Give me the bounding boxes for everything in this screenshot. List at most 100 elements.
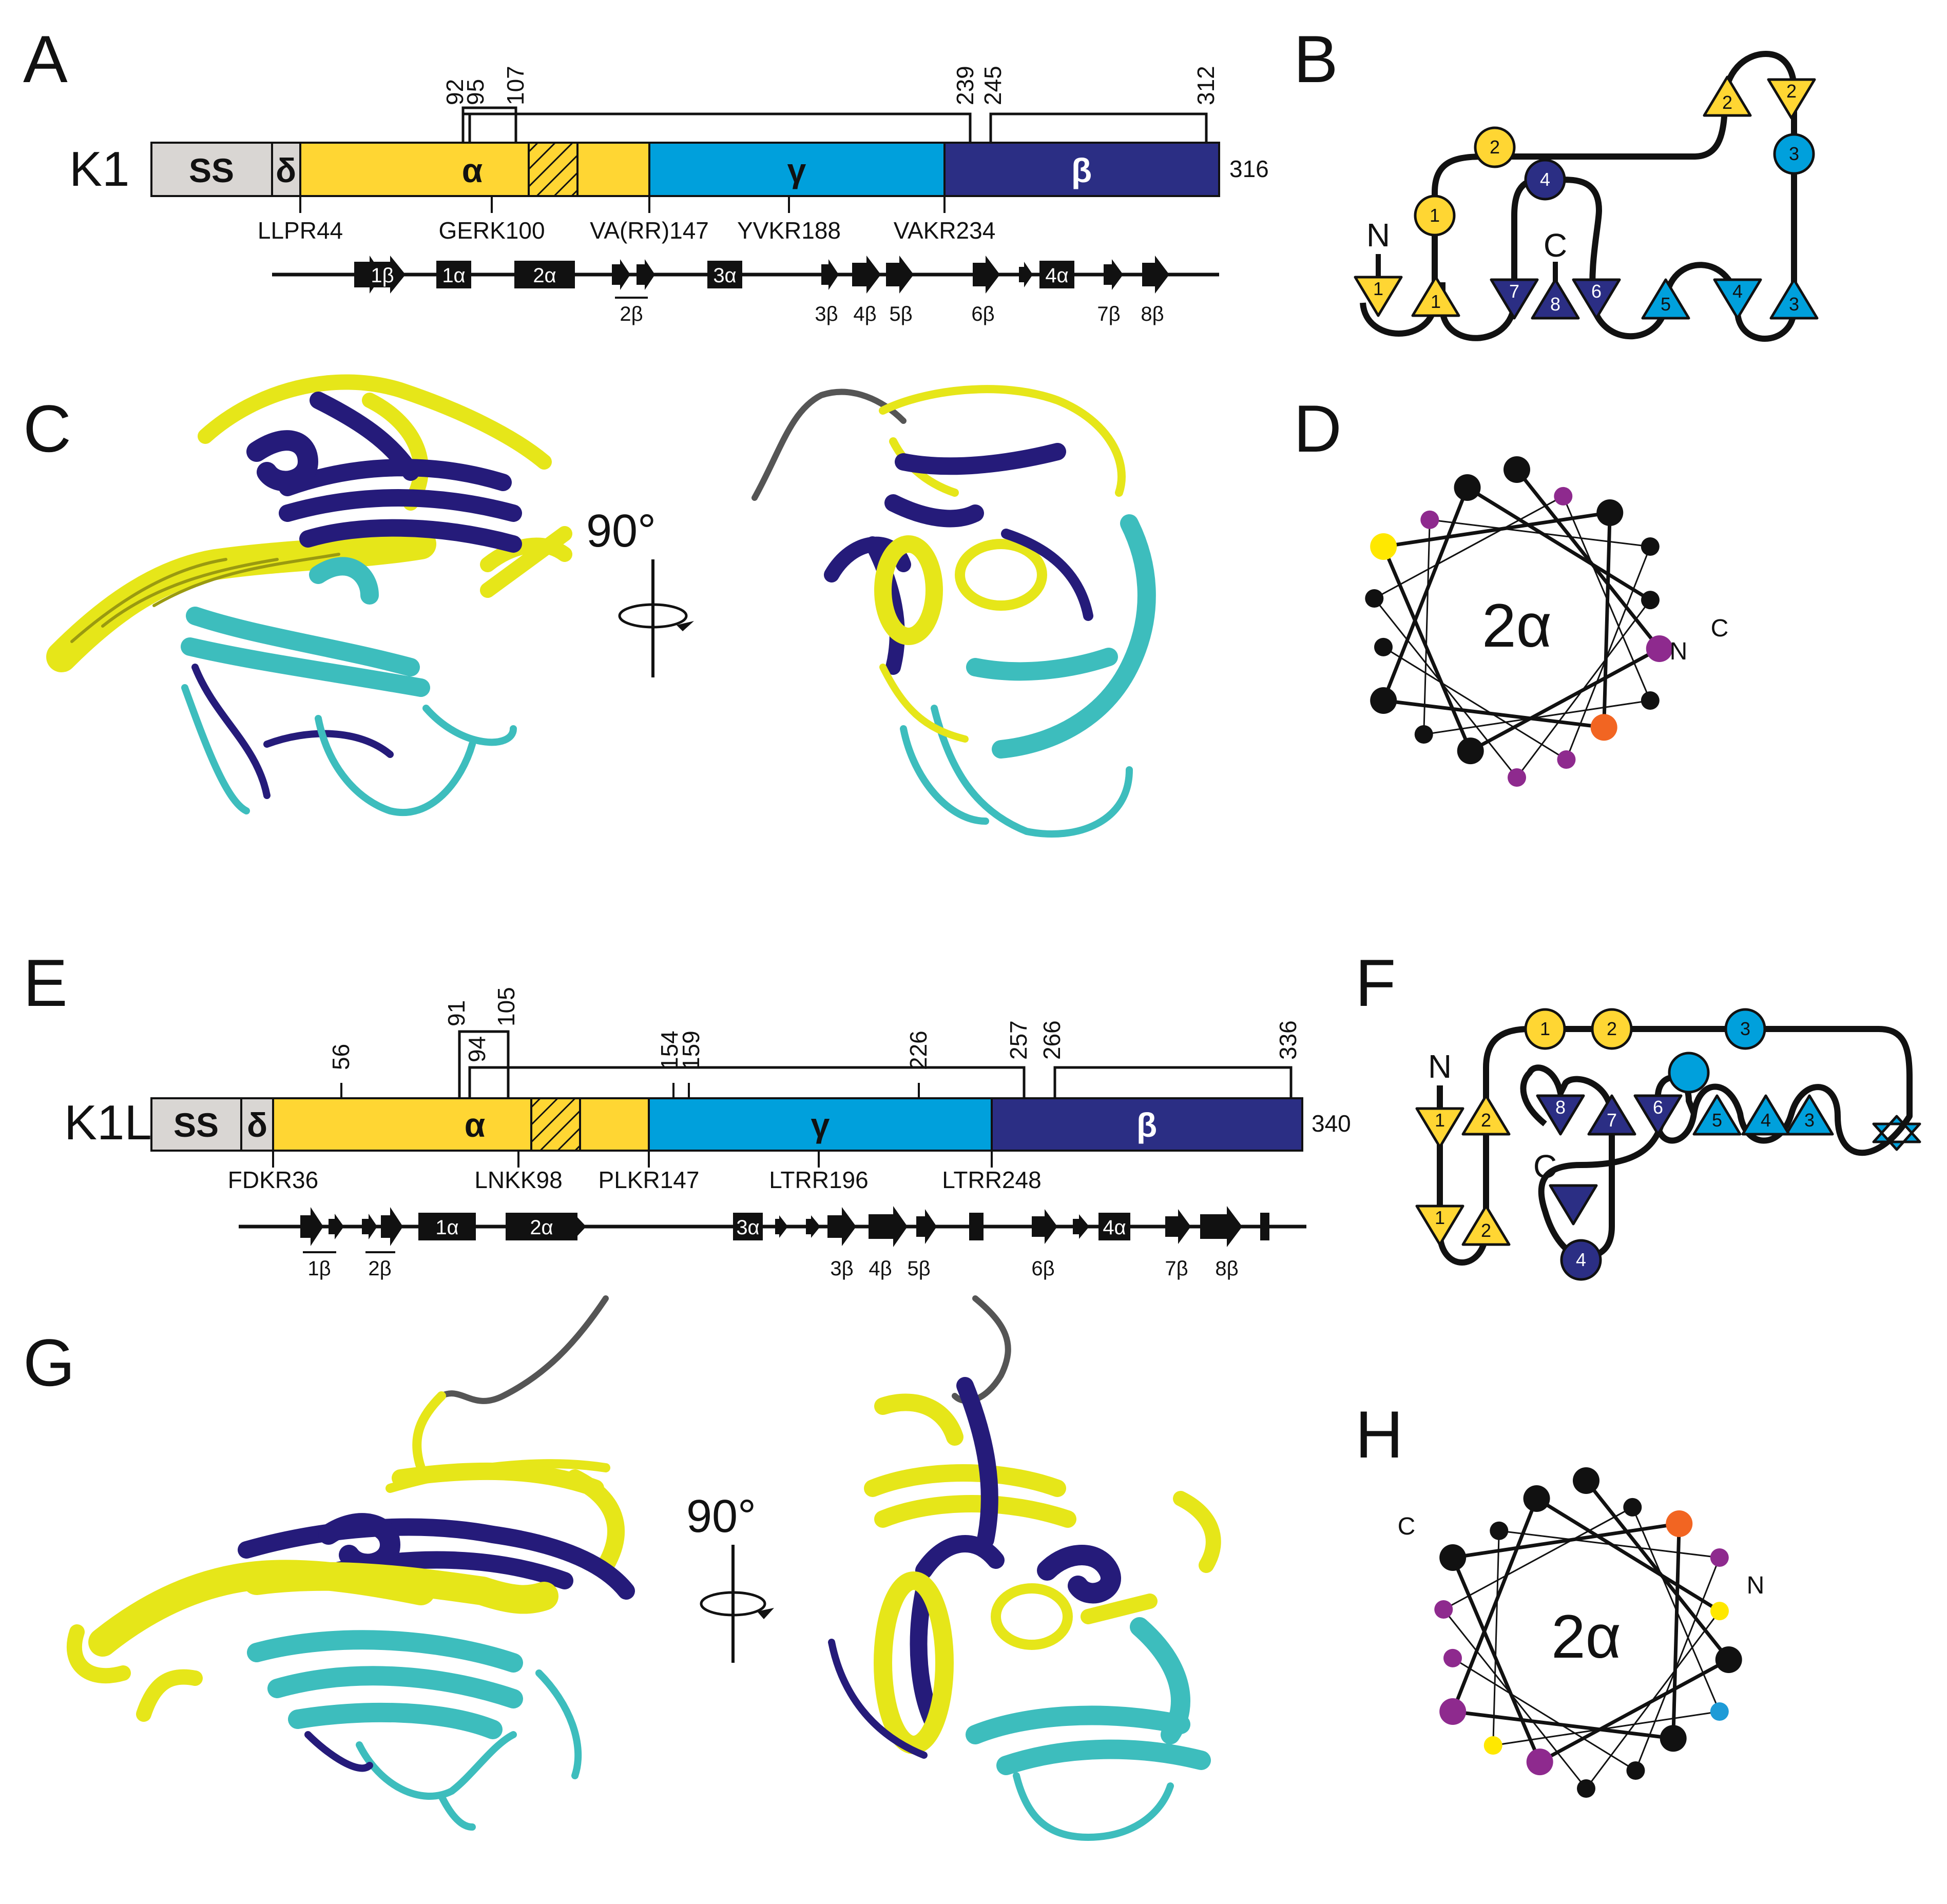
svg-text:5: 5 bbox=[1712, 1110, 1722, 1131]
panel-g-structure-left bbox=[67, 1295, 635, 1831]
k1-site-1: LLPR44 bbox=[258, 217, 343, 244]
panel-d-helical-wheel: 2α N C bbox=[1365, 456, 1728, 787]
panel-letter-e: E bbox=[23, 945, 68, 1020]
c2-helix-yellow-b bbox=[955, 539, 1047, 611]
wheel-residue bbox=[1414, 725, 1433, 744]
svg-text:4: 4 bbox=[1732, 281, 1743, 302]
g2-helix-yellow-a bbox=[874, 1571, 954, 1754]
wheel-residue bbox=[1623, 1498, 1642, 1517]
svg-text:6: 6 bbox=[1653, 1097, 1663, 1118]
svg-text:8β: 8β bbox=[1141, 303, 1164, 325]
topology-b-helix-4 bbox=[1524, 159, 1566, 201]
k1-strand-3b bbox=[821, 259, 839, 290]
k1-strand-5b bbox=[886, 256, 914, 294]
svg-text:7β: 7β bbox=[1165, 1257, 1188, 1280]
panel-b-topology: N C 1 1 1 2 2 2 3 3 4 5 4 6 7 8 bbox=[1354, 51, 1819, 342]
panel-letter-d: D bbox=[1294, 391, 1342, 466]
k1l-pos-105: 105 bbox=[493, 987, 519, 1026]
svg-text:6β: 6β bbox=[1031, 1257, 1054, 1280]
k1-strand-7b bbox=[1104, 259, 1123, 290]
topology-b-helix-2 bbox=[1474, 126, 1516, 168]
svg-text:2: 2 bbox=[1490, 137, 1500, 158]
topology-f-strand-1b bbox=[1415, 1204, 1464, 1246]
wheel-residue bbox=[1715, 1646, 1742, 1673]
wheel-h-c-label: C bbox=[1398, 1513, 1416, 1540]
k1l-pos-336: 336 bbox=[1275, 1020, 1301, 1060]
k1l-label-ss: SS bbox=[174, 1106, 219, 1144]
k1-bridge-95-239 bbox=[461, 112, 972, 143]
k1-segment-beta bbox=[943, 142, 1220, 197]
k1l-segment-alpha bbox=[272, 1097, 650, 1152]
rotation-label-g: 90° bbox=[686, 1491, 756, 1542]
svg-text:2: 2 bbox=[1481, 1220, 1491, 1241]
k1-strand-6b bbox=[973, 256, 1000, 294]
svg-text:2β: 2β bbox=[620, 303, 643, 325]
topology-f-cyan-circle bbox=[1668, 1052, 1710, 1094]
wheel-h-spokes bbox=[1443, 1479, 1730, 1789]
svg-text:4: 4 bbox=[1576, 1249, 1586, 1270]
wheel-residue bbox=[1439, 1698, 1467, 1725]
topology-b-n: N bbox=[1366, 217, 1390, 254]
wheel-residue bbox=[1503, 456, 1530, 483]
k1-name: K1 bbox=[69, 142, 129, 197]
svg-text:3: 3 bbox=[1804, 1110, 1815, 1131]
wheel-residue bbox=[1370, 687, 1397, 714]
k1-pos-95: 95 bbox=[462, 79, 489, 105]
svg-text:3: 3 bbox=[1789, 294, 1799, 315]
wheel-residue bbox=[1710, 1602, 1729, 1621]
k1l-bridge-94-257 bbox=[468, 1066, 1026, 1098]
k1l-pos-266: 266 bbox=[1038, 1020, 1065, 1060]
panel-g-structure-right bbox=[828, 1295, 1221, 1841]
panel-c-structure-right bbox=[751, 385, 1156, 838]
svg-text:4: 4 bbox=[1761, 1110, 1771, 1131]
panel-e-domain-map: K1L SS δ α γ β 340 56 91 94 105 154 159 … bbox=[64, 987, 1351, 1280]
k1l-pos-91: 91 bbox=[443, 1000, 470, 1026]
k1l-label-alpha: α bbox=[465, 1106, 486, 1144]
k1l-strand-3b bbox=[827, 1207, 856, 1246]
wheel-residue bbox=[1454, 474, 1481, 501]
topology-f-strand-2b bbox=[1461, 1204, 1511, 1246]
k1-strand-4b bbox=[852, 256, 881, 294]
wheel-residue bbox=[1626, 1761, 1645, 1780]
wheel-d-c-label: C bbox=[1711, 615, 1729, 642]
wheel-residue bbox=[1660, 1725, 1687, 1752]
topology-b-helix-3 bbox=[1773, 133, 1815, 175]
k1l-length: 340 bbox=[1312, 1110, 1351, 1137]
svg-text:3: 3 bbox=[1740, 1018, 1750, 1039]
topology-b-c: C bbox=[1544, 227, 1567, 264]
k1l-segment-alpha-hatched bbox=[530, 1097, 581, 1152]
topology-b-strand-6 bbox=[1572, 278, 1621, 320]
k1l-site-1: FDKR36 bbox=[228, 1167, 318, 1193]
svg-text:1: 1 bbox=[1435, 1207, 1445, 1228]
svg-text:5: 5 bbox=[1661, 294, 1671, 315]
wheel-residue bbox=[1646, 635, 1673, 662]
k1-pos-245: 245 bbox=[979, 66, 1006, 105]
k1l-pos-226: 226 bbox=[905, 1031, 932, 1070]
topology-f-strand-3 bbox=[1785, 1094, 1834, 1136]
k1-site-4: YVKR188 bbox=[737, 217, 841, 244]
k1-pos-239: 239 bbox=[952, 66, 978, 105]
topology-b-strand-2b bbox=[1767, 78, 1816, 120]
svg-text:1: 1 bbox=[1431, 291, 1441, 312]
k1-label-alpha: α bbox=[462, 151, 483, 189]
k1l-bridge-266-336 bbox=[1053, 1066, 1293, 1098]
k1-segment-delta bbox=[271, 142, 301, 197]
svg-text:7: 7 bbox=[1607, 1110, 1617, 1131]
g1-cyan-sheet bbox=[247, 1630, 523, 1739]
k1-label-ss: SS bbox=[189, 151, 234, 189]
c2-terminal-tail bbox=[751, 388, 907, 501]
topology-f-helix-3 bbox=[1724, 1008, 1766, 1050]
k1l-label-beta: β bbox=[1136, 1106, 1157, 1144]
wheel-residue bbox=[1508, 768, 1526, 787]
wheel-d-n-label: N bbox=[1670, 638, 1688, 665]
svg-text:4α: 4α bbox=[1103, 1216, 1126, 1239]
topology-b-strand-3 bbox=[1769, 278, 1819, 320]
wheel-residue bbox=[1526, 1748, 1553, 1776]
k1l-pos-154: 154 bbox=[656, 1031, 683, 1070]
svg-text:3β: 3β bbox=[815, 303, 838, 325]
k1l-strand-2b-a bbox=[362, 1214, 377, 1239]
k1l-helix-1a bbox=[418, 1213, 476, 1240]
k1-strand-2b-a bbox=[612, 259, 630, 290]
k1l-pos-56: 56 bbox=[327, 1044, 354, 1070]
k1-pos-92: 92 bbox=[441, 79, 468, 105]
